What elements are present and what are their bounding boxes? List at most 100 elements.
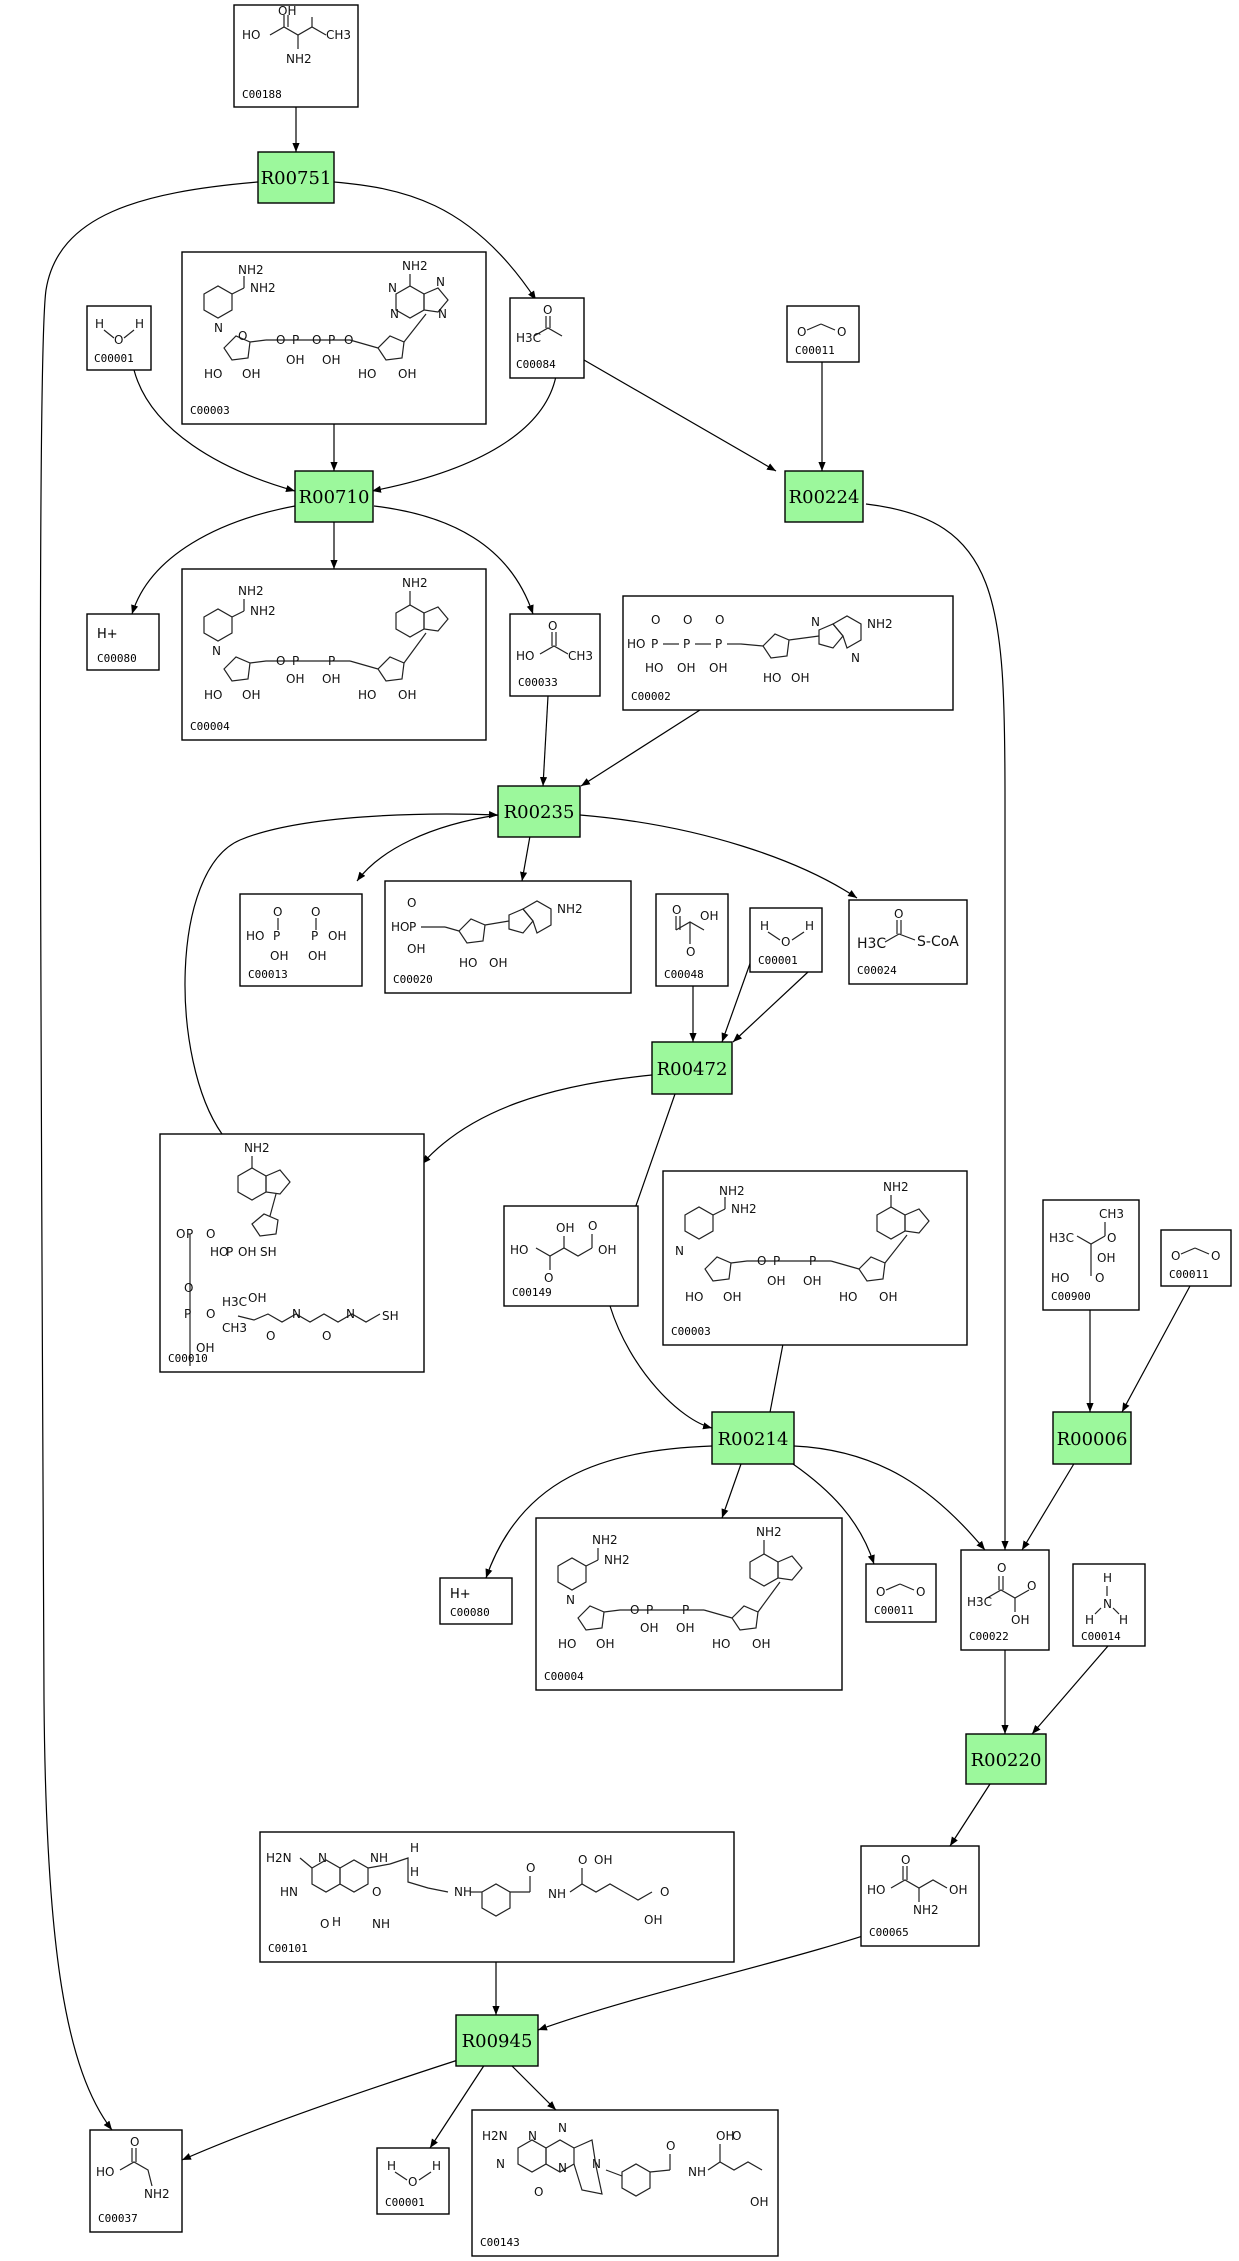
atom-label: HO — [839, 1290, 857, 1304]
atom-label: OH — [640, 1621, 658, 1635]
atom-label: O — [686, 945, 695, 959]
reaction-R00751[interactable]: R00751 — [257, 151, 335, 204]
atom-label: O — [894, 907, 903, 921]
edge — [721, 957, 753, 1043]
edge — [485, 1445, 713, 1579]
compound-id: C00188 — [242, 88, 282, 101]
structure: O O — [797, 323, 846, 339]
compound-nadh[interactable]: NH2 NH2 N O P P OH OH HO OH NH2 HO OH C0… — [535, 1517, 843, 1691]
atom-label: O — [311, 905, 320, 919]
reaction-R00214[interactable]: R00214 — [711, 1411, 795, 1465]
structure: O HO NH2 — [96, 2135, 170, 2201]
compound-atp[interactable]: O O O HO P P P HO OH OH NH2 N N HO OH C0… — [622, 595, 954, 711]
atom-label: O — [543, 303, 552, 317]
reaction-R00472[interactable]: R00472 — [651, 1041, 733, 1095]
compound-acetaldehyde[interactable]: O H3C C00084 — [509, 297, 585, 379]
atom-label: NH2 — [604, 1553, 630, 1567]
edge — [184, 811, 499, 1135]
edge — [793, 1445, 986, 1551]
compound-id: C00002 — [631, 690, 671, 703]
atom-label: HO — [867, 1883, 885, 1897]
atom-label: OH — [322, 672, 340, 686]
atom-label: P — [773, 1254, 780, 1268]
compound-water[interactable]: H O H C00001 — [86, 305, 152, 371]
atom-label: N — [346, 1307, 355, 1321]
compound-pyrophosphate[interactable]: O O HO P P OH OH OH C00013 — [239, 893, 363, 987]
compound-carbon-dioxide[interactable]: O O C00011 — [1160, 1229, 1232, 1287]
reaction-R00220[interactable]: R00220 — [965, 1733, 1047, 1785]
atom-label: O — [266, 1329, 275, 1343]
compound-glyoxylate[interactable]: O OH O C00048 — [655, 893, 729, 987]
compound-nad-plus[interactable]: NH2 NH2 N O O P O P O OH OH HO OH NH2 N … — [181, 251, 487, 425]
compound-methylene-thf[interactable]: H2N N N N N N O O NH OH O OH C00143 — [471, 2109, 779, 2257]
atom-label: N — [851, 651, 860, 665]
atom-label: NH2 — [144, 2187, 170, 2201]
compound-nad-plus[interactable]: NH2 NH2 N O P P OH OH HO OH NH2 HO OH C0… — [662, 1170, 968, 1346]
compound-water[interactable]: H O H C00001 — [749, 907, 823, 973]
atom-label: HO — [459, 956, 477, 970]
compound-id: C00149 — [512, 1286, 552, 1299]
compound-coenzyme-a[interactable]: NH2 SH P O O HO P OH O P O H3C OH CH3 N … — [159, 1133, 425, 1373]
atom-label: H3C — [1049, 1231, 1074, 1245]
atom-label: H — [135, 317, 144, 331]
edge — [333, 181, 537, 301]
compound-nadh[interactable]: NH2 NH2 N O P P OH OH HO OH NH2 HO OH C0… — [181, 568, 487, 741]
atom-label: O — [276, 333, 285, 347]
reaction-R00006[interactable]: R00006 — [1052, 1411, 1132, 1465]
atom-label: N — [388, 281, 397, 295]
structure: H O H — [95, 317, 144, 347]
atom-label: P — [683, 637, 690, 651]
atom-label: P — [646, 1603, 653, 1617]
atom-label: O — [1171, 1249, 1180, 1263]
compound-carbon-dioxide[interactable]: O O C00011 — [786, 305, 860, 363]
compound-carbon-dioxide[interactable]: O O C00011 — [865, 1563, 937, 1623]
reaction-id: R00006 — [1057, 1429, 1128, 1450]
edge — [609, 1305, 713, 1430]
atom-label: O — [273, 905, 282, 919]
atom-label: NH2 — [238, 584, 264, 598]
atom-label: OH — [238, 1245, 256, 1259]
atom-label: HO — [242, 28, 260, 42]
reaction-R00945[interactable]: R00945 — [455, 2014, 539, 2067]
compound-acetyl-coa[interactable]: O H3C S-CoA C00024 — [848, 899, 968, 985]
compound-serine[interactable]: O HO OH NH2 C00065 — [860, 1845, 980, 1947]
atom-label: OH — [278, 4, 296, 18]
compound-ammonia[interactable]: H N H H C00014 — [1072, 1563, 1146, 1647]
atom-label: HO — [204, 367, 222, 381]
reaction-R00710[interactable]: R00710 — [294, 470, 374, 523]
compound-threonine[interactable]: OH HO NH2 CH3 C00188 — [233, 4, 359, 108]
compound-id: C00003 — [671, 1325, 711, 1338]
structure: O H3C — [516, 303, 563, 345]
atom-label: N — [675, 1244, 684, 1258]
atom-label: O — [1107, 1231, 1116, 1245]
atom-label: H — [410, 1865, 419, 1879]
compound-id: C00020 — [393, 973, 433, 986]
compound-amp[interactable]: O HO P OH NH2 HO OH C00020 — [384, 880, 632, 994]
compound-c00900[interactable]: CH3 H3C O OH HO O C00900 — [1042, 1199, 1140, 1311]
atom-label: OH — [328, 929, 346, 943]
compound-acetate[interactable]: O HO CH3 C00033 — [509, 613, 601, 697]
compound-pyruvate[interactable]: O H3C O OH C00022 — [960, 1549, 1050, 1651]
atom-label: N — [214, 321, 223, 335]
atom-label: O — [206, 1307, 215, 1321]
reaction-R00235[interactable]: R00235 — [497, 785, 581, 838]
compound-water[interactable]: H O H C00001 — [376, 2147, 450, 2215]
reaction-R00224[interactable]: R00224 — [784, 470, 864, 523]
atom-label: N — [292, 1307, 301, 1321]
atom-label: H+ — [450, 1587, 471, 1602]
compound-malate[interactable]: OH O HO O OH C00149 — [503, 1205, 639, 1307]
atom-label: O — [715, 613, 724, 627]
atom-label: O — [916, 1585, 925, 1599]
compound-glycine[interactable]: O HO NH2 C00037 — [89, 2129, 183, 2233]
compound-proton[interactable]: H+ C00080 — [86, 613, 160, 671]
compound-proton[interactable]: H+ C00080 — [439, 1577, 513, 1625]
atom-label: O — [548, 619, 557, 633]
atom-label: H2N — [266, 1851, 292, 1865]
atom-label: HO — [712, 1637, 730, 1651]
atom-label: O — [526, 1861, 535, 1875]
atom-label: NH2 — [731, 1202, 757, 1216]
atom-label: OH — [803, 1274, 821, 1288]
atom-label: O — [130, 2135, 139, 2149]
compound-id: C00084 — [516, 358, 556, 371]
compound-tetrahydrofolate[interactable]: H2N N NH H H HN O NH NH H O O NH O OH — [259, 1831, 735, 1963]
